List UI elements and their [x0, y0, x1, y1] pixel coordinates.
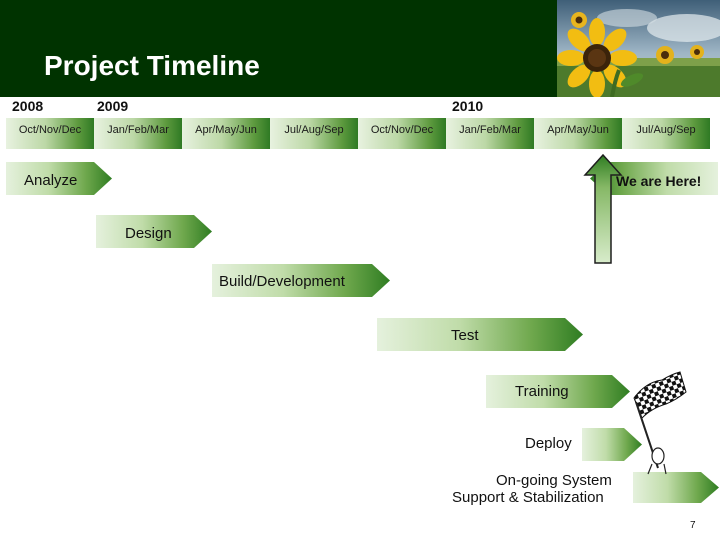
quarter-header: Jan/Feb/Mar [446, 118, 534, 149]
phase-bar-test [377, 318, 583, 351]
phase-bar-build [212, 264, 390, 297]
phase-label-build: Build/Development [219, 273, 345, 290]
phase-label-design: Design [125, 225, 172, 242]
year-label-2008: 2008 [12, 98, 44, 114]
year-label-2010: 2010 [452, 98, 484, 114]
phase-bar-analyze [6, 162, 112, 195]
quarter-header: Oct/Nov/Dec [358, 118, 446, 149]
quarter-header: Jan/Feb/Mar [94, 118, 182, 149]
slide-title: Project Timeline [44, 50, 260, 81]
up-arrow-icon [583, 153, 623, 264]
phase-label-training: Training [515, 383, 569, 400]
phase-label-test: Test [451, 327, 479, 344]
phase-label-support-line2: Support & Stabilization [452, 489, 604, 506]
phase-label-analyze: Analyze [24, 172, 78, 189]
quarter-header: Apr/May/Jun [534, 118, 622, 149]
year-label-2009: 2009 [97, 98, 129, 114]
phase-bar-design [96, 215, 212, 248]
quarter-header: Jul/Aug/Sep [270, 118, 358, 149]
we-are-here-label: We are Here! [616, 173, 702, 189]
phase-label-deploy: Deploy [525, 435, 572, 452]
quarter-header: Apr/May/Jun [182, 118, 270, 149]
sunflower-photo [557, 0, 720, 97]
phase-label-support-line1: On-going System [496, 472, 612, 489]
phase-bar-support [633, 472, 719, 503]
quarter-header: Jul/Aug/Sep [622, 118, 710, 149]
header-banner: Project Timeline [0, 0, 720, 97]
quarter-header: Oct/Nov/Dec [6, 118, 94, 149]
checkered-flag-icon [633, 371, 687, 475]
phase-bar-training [486, 375, 630, 408]
page-number: 7 [690, 520, 696, 531]
